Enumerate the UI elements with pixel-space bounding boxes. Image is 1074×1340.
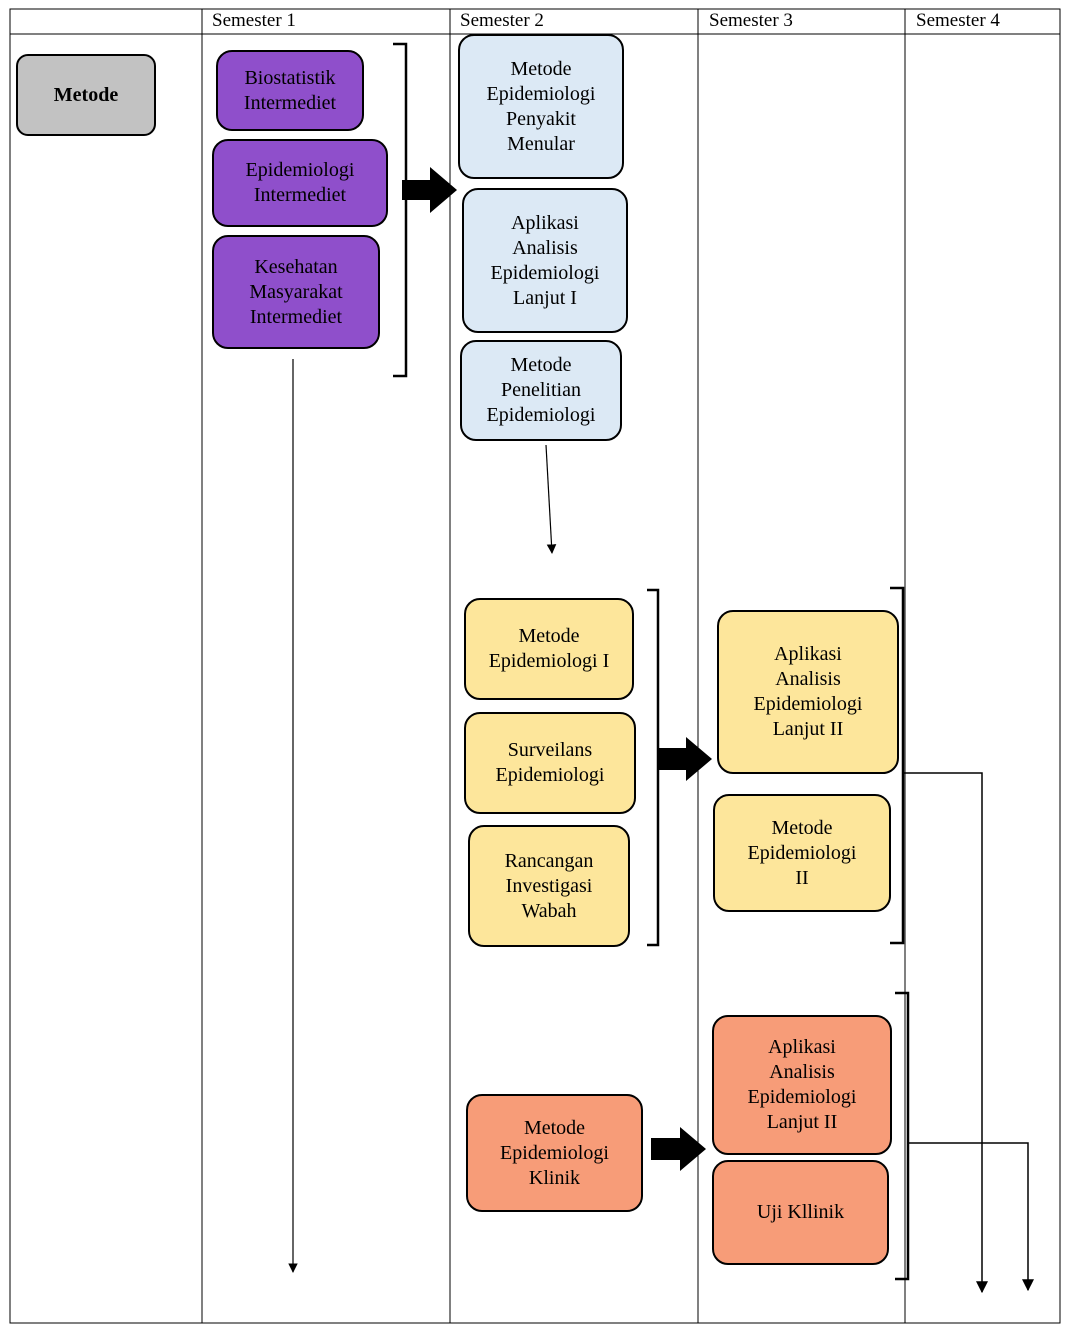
course-metode-epidemiologi-1: Metode Epidemiologi I	[464, 598, 634, 700]
bracket-semester3-orange	[895, 991, 910, 1281]
course-uji-klinik: Uji Kllinik	[712, 1160, 889, 1265]
course-metode-epidemiologi-2: Metode Epidemiologi II	[713, 794, 891, 912]
table-grid	[9, 8, 1061, 1324]
course-kesehatan-masyarakat-intermediet: Kesehatan Masyarakat Intermediet	[212, 235, 380, 349]
category-metode: Metode	[16, 54, 156, 136]
header-semester-1: Semester 1	[212, 10, 296, 31]
course-aplikasi-analisis-epidemiologi-lanjut-2: Aplikasi Analisis Epidemiologi Lanjut II	[717, 610, 899, 774]
bracket-semester2-yellow	[647, 588, 660, 947]
course-aplikasi-analisis-epidemiologi-lanjut-2-klinik: Aplikasi Analisis Epidemiologi Lanjut II	[712, 1015, 892, 1155]
course-aplikasi-analisis-epidemiologi-lanjut-1: Aplikasi Analisis Epidemiologi Lanjut I	[462, 188, 628, 333]
arrow-orange-to-sem4	[908, 1142, 1034, 1292]
block-arrow-yellow	[657, 737, 712, 781]
header-semester-2: Semester 2	[460, 10, 544, 31]
bracket-semester1	[393, 42, 408, 378]
header-semester-3: Semester 3	[709, 10, 793, 31]
arrow-yellow-to-sem4	[903, 772, 988, 1294]
block-arrow-orange	[651, 1127, 706, 1171]
course-metode-epidemiologi-penyakit-menular: Metode Epidemiologi Penyakit Menular	[458, 34, 624, 179]
bracket-semester3-yellow	[890, 586, 905, 945]
course-metode-penelitian-epidemiologi: Metode Penelitian Epidemiologi	[460, 340, 622, 441]
course-biostatistik-intermediet: Biostatistik Intermediet	[216, 50, 364, 131]
course-surveilans-epidemiologi: Surveilans Epidemiologi	[464, 712, 636, 814]
course-rancangan-investigasi-wabah: Rancangan Investigasi Wabah	[468, 825, 630, 947]
arrow-sem2-down	[545, 444, 557, 554]
header-semester-4: Semester 4	[916, 10, 1000, 31]
course-metode-epidemiologi-klinik: Metode Epidemiologi Klinik	[466, 1094, 643, 1212]
course-epidemiologi-intermediet: Epidemiologi Intermediet	[212, 139, 388, 227]
block-arrow-sem1-to-sem2	[402, 167, 457, 213]
